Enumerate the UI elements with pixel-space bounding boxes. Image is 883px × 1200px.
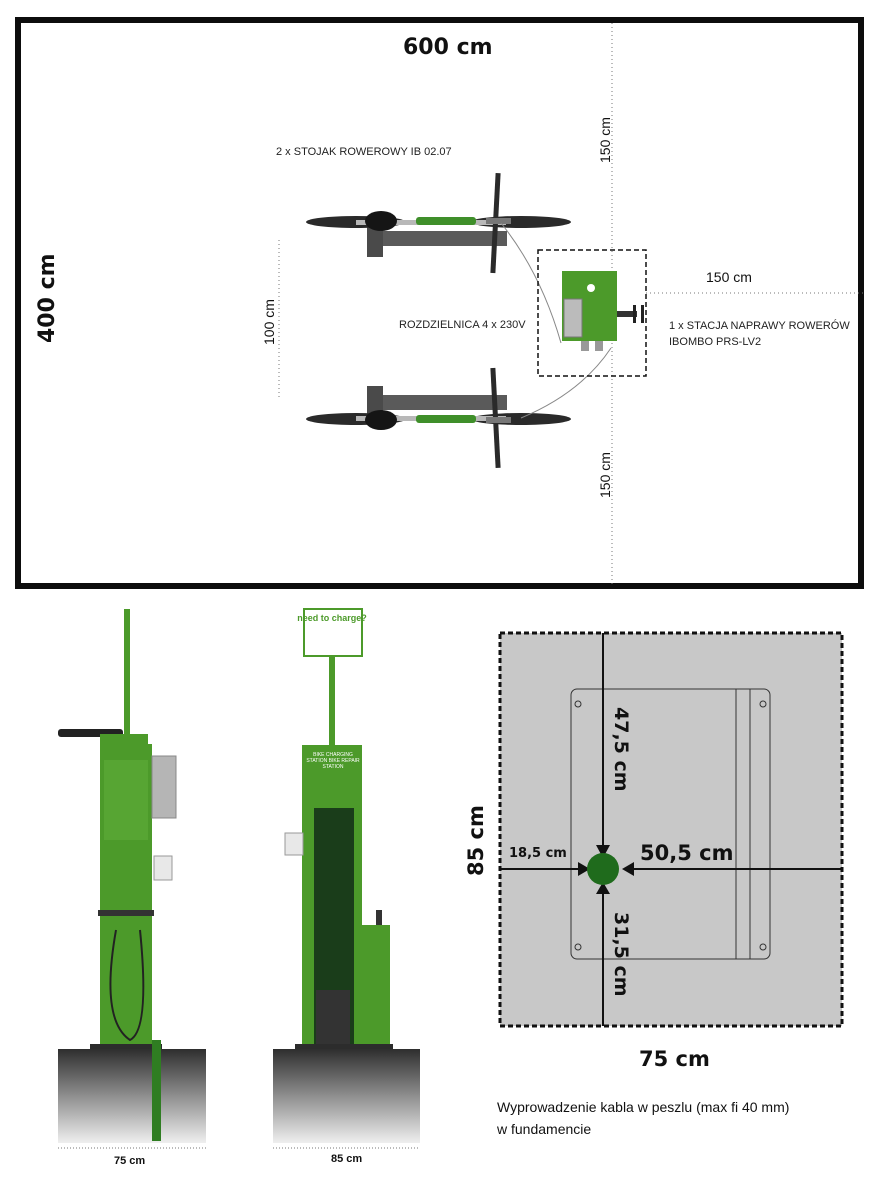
plan-width-label: 600 cm xyxy=(403,35,493,60)
side-view-foundation xyxy=(58,1049,206,1143)
distributor-label: ROZDZIELNICA 4 x 230V xyxy=(399,319,526,331)
panel-header: BIKE CHARGING STATION BIKE REPAIR STATIO… xyxy=(306,752,360,770)
cable-note-line2: w fundamencie xyxy=(497,1121,592,1137)
repair-station-top-view xyxy=(562,271,644,351)
station-side-view xyxy=(58,609,177,1140)
bike-rack-bottom xyxy=(306,367,571,469)
front-width-label: 85 cm xyxy=(331,1153,363,1165)
top-offset-label: 47,5 cm xyxy=(610,707,632,792)
station-footprint xyxy=(537,249,647,377)
top-gap-label: 150 cm xyxy=(597,117,613,163)
site-plan-frame: 600 cm 400 cm 150 cm 150 cm 150 cm 100 c… xyxy=(15,17,864,589)
bottom-gap-label: 150 cm xyxy=(597,452,613,498)
cable-note-line1: Wyprowadzenie kabla w peszlu (max fi 40 … xyxy=(497,1099,790,1115)
right-gap-label: 150 cm xyxy=(706,269,752,285)
right-offset-label: 50,5 cm xyxy=(640,841,734,865)
station-front-view xyxy=(284,608,393,1050)
front-view-foundation xyxy=(273,1049,420,1143)
site-plan-drawing xyxy=(278,23,864,585)
foundation-height-label: 85 cm xyxy=(464,805,488,876)
charge-sign-text: need to charge? xyxy=(297,613,367,623)
foundation-plan xyxy=(498,631,844,1028)
bike-rack-top xyxy=(306,172,571,274)
cable-outlet-marker xyxy=(587,853,619,885)
plan-height-label: 400 cm xyxy=(35,253,60,343)
station-label-line2: IBOMBO PRS-LV2 xyxy=(669,336,762,348)
rack-spacing-label: 100 cm xyxy=(261,299,277,345)
rack-label: 2 x STOJAK ROWEROWY IB 02.07 xyxy=(276,146,452,158)
side-width-label: 75 cm xyxy=(114,1155,146,1167)
station-label-line1: 1 x STACJA NAPRAWY ROWERÓW xyxy=(669,320,850,332)
bottom-offset-label: 31,5 cm xyxy=(610,912,632,997)
left-offset-label: 18,5 cm xyxy=(509,846,567,861)
foundation-width-label: 75 cm xyxy=(639,1047,710,1071)
